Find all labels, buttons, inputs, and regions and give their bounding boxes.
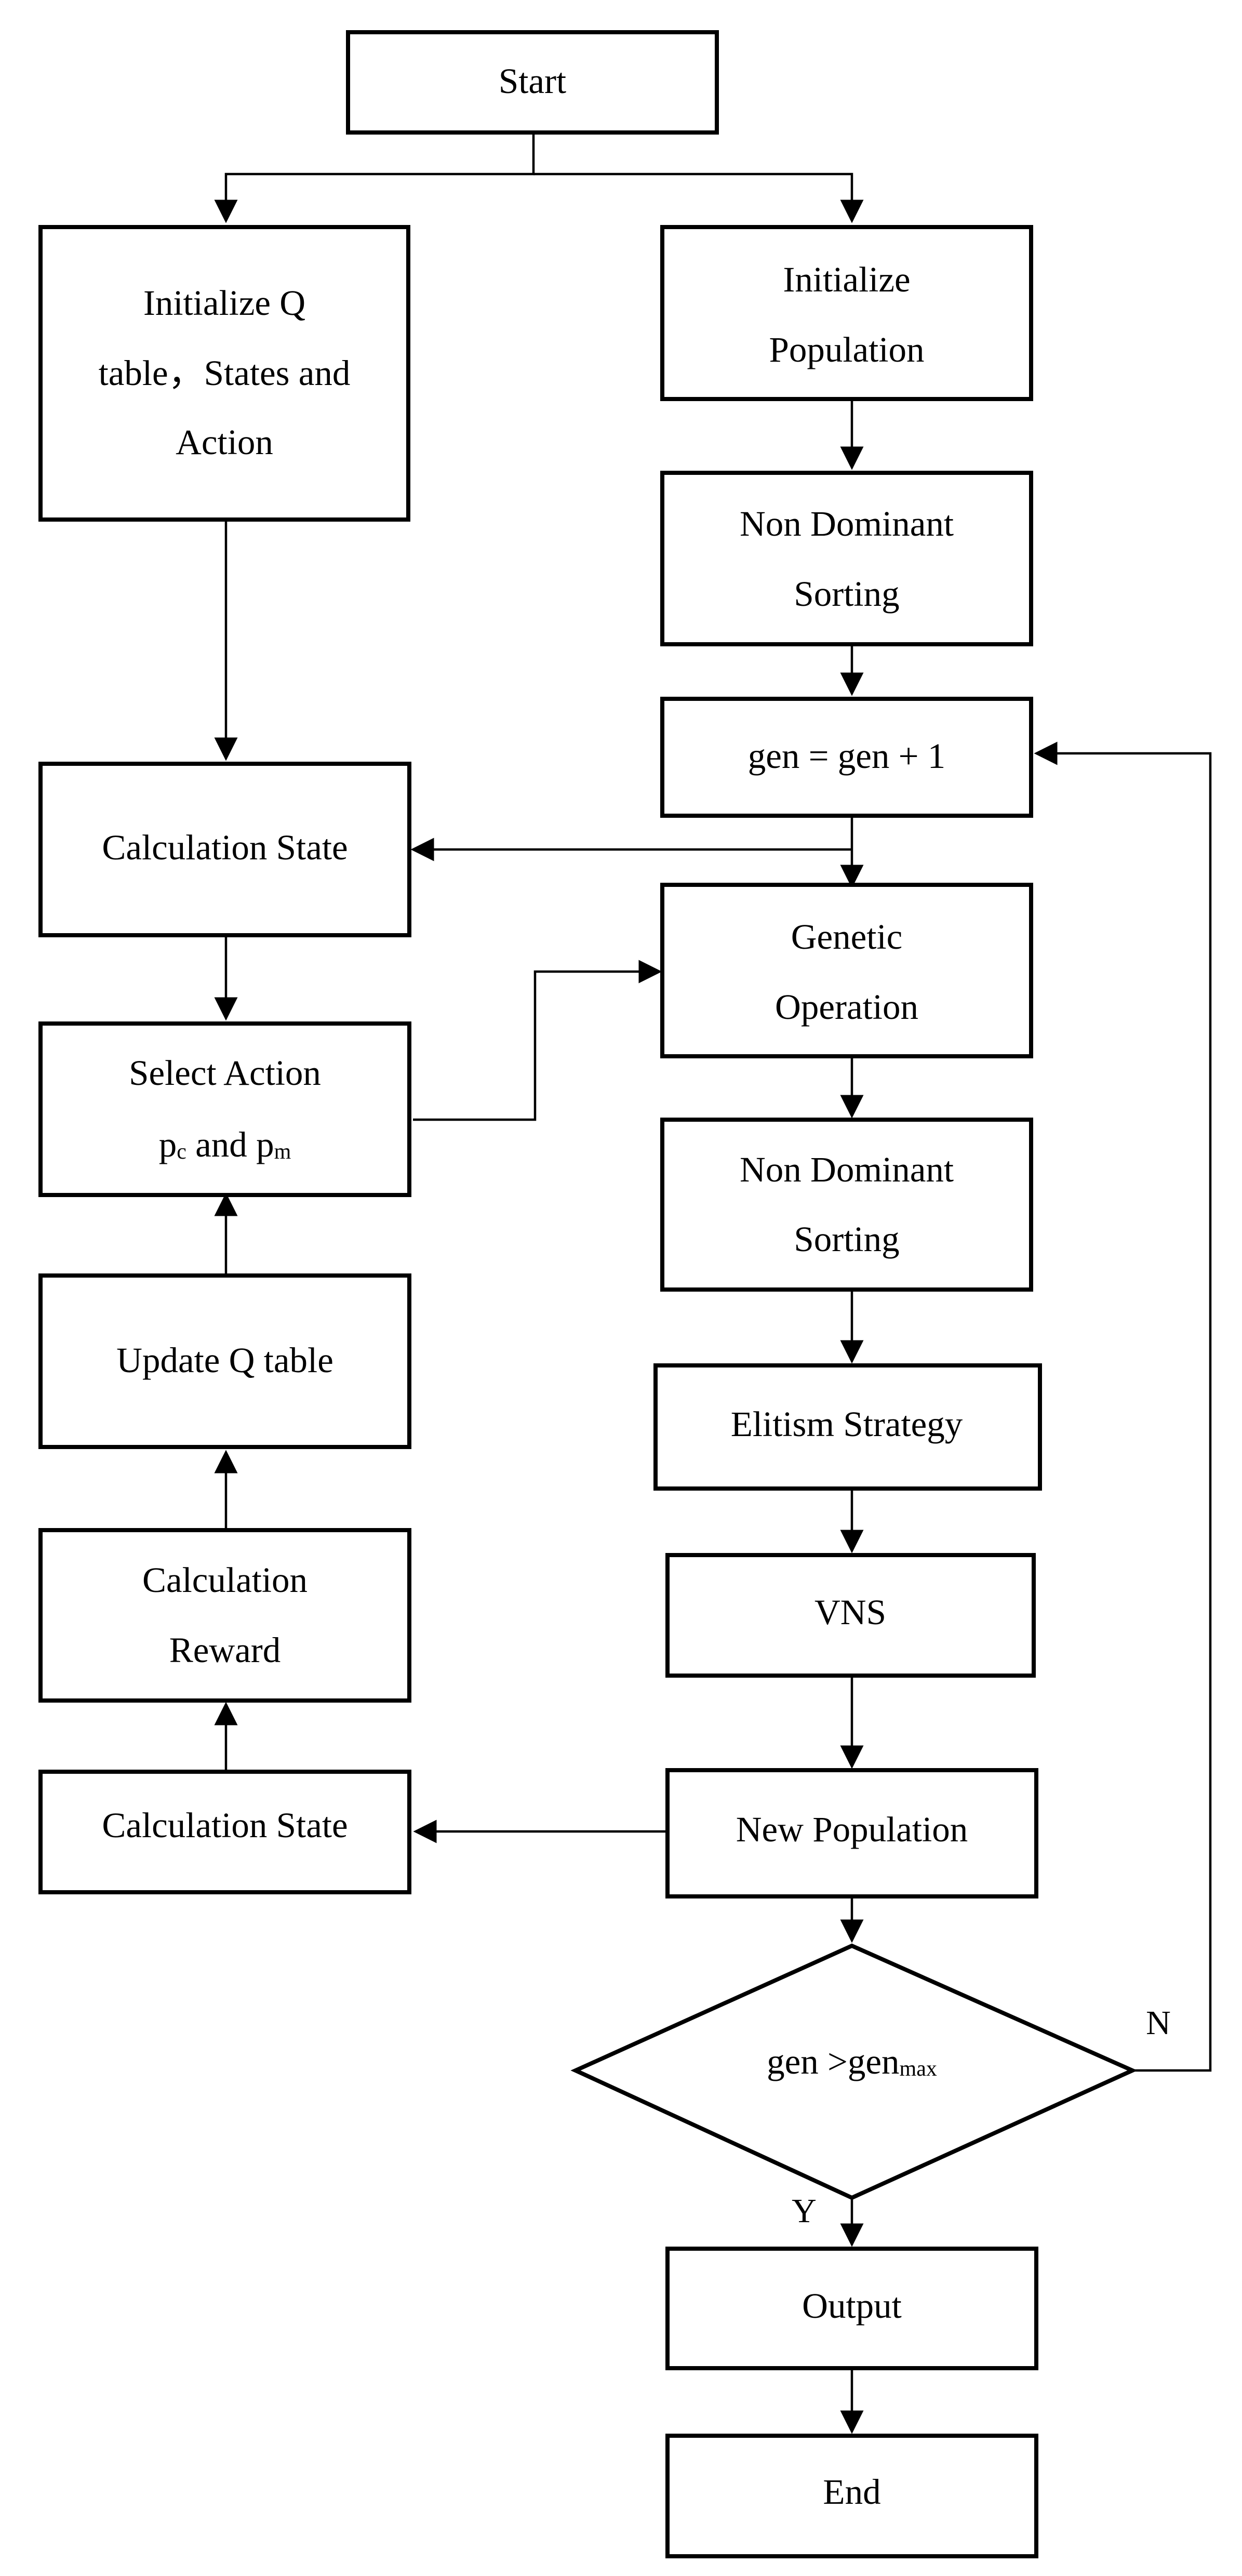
node-nds2-line-2: Sorting xyxy=(794,1219,899,1259)
branch-label-yes: Y xyxy=(792,2192,817,2230)
edge-decision-no-loop xyxy=(1034,741,1212,2072)
node-start-label: Start xyxy=(499,61,566,101)
node-elitism-label: Elitism Strategy xyxy=(731,1404,963,1444)
node-new-pop-label: New Population xyxy=(736,1810,968,1849)
node-decision-gen-max: gen >genmax xyxy=(570,1943,1138,2200)
node-reward-line-2: Reward xyxy=(169,1630,281,1670)
node-calculation-state-2: Calculation State xyxy=(38,1770,411,1894)
node-output: Output xyxy=(665,2247,1038,2370)
p-m-subscript: m xyxy=(274,1140,291,1164)
node-calculation-state-1: Calculation State xyxy=(38,762,411,937)
and-text: and xyxy=(186,1125,256,1164)
node-nds1-line-2: Sorting xyxy=(794,574,899,614)
node-non-dominant-sorting-1: Non Dominant Sorting xyxy=(660,471,1033,646)
node-end: End xyxy=(665,2434,1038,2558)
node-select-action-line-1: Select Action xyxy=(129,1053,321,1093)
node-init-q-line-2: table，States and xyxy=(99,353,351,393)
node-output-label: Output xyxy=(802,2286,902,2326)
decision-subscript: max xyxy=(900,2057,937,2081)
node-non-dominant-sorting-2: Non Dominant Sorting xyxy=(660,1118,1033,1292)
node-nds1-line-1: Non Dominant xyxy=(740,504,954,543)
edge-select-to-genetic xyxy=(413,960,662,1121)
branch-label-no: N xyxy=(1146,2004,1171,2042)
p-c-subscript: c xyxy=(177,1140,186,1164)
node-init-pop-line-2: Population xyxy=(769,330,924,369)
node-init-population: Initialize Population xyxy=(660,225,1033,401)
node-start: Start xyxy=(346,30,719,135)
node-nds2-line-1: Non Dominant xyxy=(740,1150,954,1189)
node-genetic-operation: Genetic Operation xyxy=(660,883,1033,1058)
node-vns: VNS xyxy=(665,1553,1036,1678)
node-genetic-line-2: Operation xyxy=(775,987,918,1027)
node-new-population: New Population xyxy=(665,1768,1038,1898)
edge-start-split xyxy=(214,132,535,223)
p-m-base: p xyxy=(256,1125,274,1164)
edge-start-to-init-pop xyxy=(533,172,864,223)
node-update-q-label: Update Q table xyxy=(116,1340,333,1380)
node-init-q-line-1: Initialize Q xyxy=(143,283,305,323)
node-calculation-reward: Calculation Reward xyxy=(38,1528,411,1703)
node-select-action-line-2: pc and pm xyxy=(159,1125,291,1164)
node-update-q-table: Update Q table xyxy=(38,1273,411,1449)
node-genetic-line-1: Genetic xyxy=(791,917,903,957)
node-init-q-table: Initialize Q table，States and Action xyxy=(38,225,410,522)
node-vns-label: VNS xyxy=(814,1592,886,1632)
p-c-base: p xyxy=(159,1125,177,1164)
decision-left: gen >gen xyxy=(767,2042,899,2081)
node-init-pop-line-1: Initialize xyxy=(783,260,910,299)
node-decision-label: gen >genmax xyxy=(767,2042,937,2081)
node-calc-state-2-label: Calculation State xyxy=(102,1805,348,1845)
edges xyxy=(214,132,1212,2434)
node-select-action: Select Action pc and pm xyxy=(38,1021,411,1197)
node-reward-line-1: Calculation xyxy=(142,1560,308,1600)
node-gen-increment: gen = gen + 1 xyxy=(660,697,1033,818)
node-gen-increment-label: gen = gen + 1 xyxy=(748,736,946,776)
node-elitism-strategy: Elitism Strategy xyxy=(653,1363,1042,1491)
node-init-q-line-3: Action xyxy=(176,422,273,462)
node-calc-state-1-label: Calculation State xyxy=(102,828,348,867)
node-end-label: End xyxy=(823,2472,880,2512)
